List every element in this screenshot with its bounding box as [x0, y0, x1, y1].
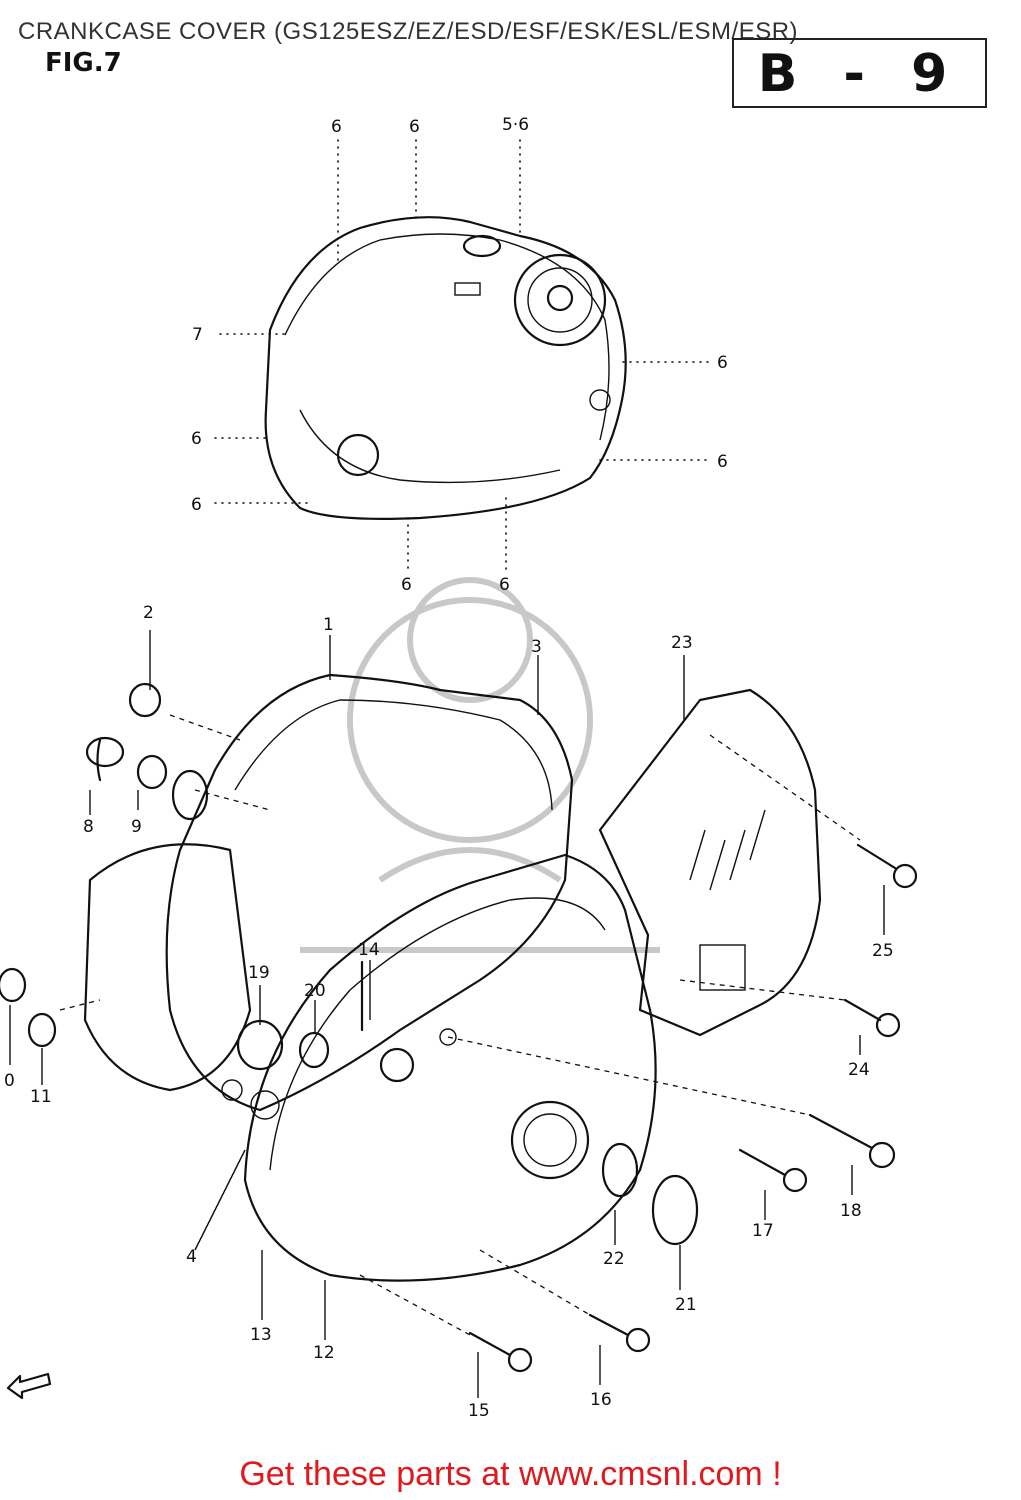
callouts: 6 6 5·6 7 6 6 6 6 6 6 2 1 3 23 8 9 25 14… [4, 115, 894, 1421]
figure-label: FIG.7 [45, 48, 122, 78]
callout-13: 13 [250, 1325, 272, 1345]
callout-6: 6 [401, 575, 412, 595]
small-parts [0, 682, 699, 1246]
callout-9: 9 [131, 817, 142, 837]
callout-6: 6 [191, 429, 202, 449]
callout-6: 6 [717, 452, 728, 472]
section-code-box: B - 9 [732, 38, 987, 108]
callout-3: 3 [531, 637, 542, 657]
side-cover-23 [598, 688, 822, 1037]
callout-8: 8 [83, 817, 94, 837]
callout-2: 2 [143, 603, 154, 623]
callout-22: 22 [603, 1249, 625, 1269]
callout-11: 11 [30, 1087, 52, 1107]
section-code: B - 9 [757, 44, 962, 104]
callout-6: 6 [499, 575, 510, 595]
leader-lines [9, 139, 885, 1398]
diagram-title: CRANKCASE COVER (GS125ESZ/EZ/ESD/ESF/ESK… [18, 18, 799, 45]
callout-23: 23 [671, 633, 693, 653]
callout-4: 4 [186, 1247, 197, 1267]
forward-arrow-icon [6, 1372, 52, 1400]
watermark-logo [300, 577, 660, 953]
callout-12: 12 [313, 1343, 335, 1363]
callout-14: 14 [358, 940, 380, 960]
callout-6: 6 [331, 117, 342, 137]
callout-6: 6 [191, 495, 202, 515]
callout-10: 0 [4, 1071, 15, 1091]
callout-24: 24 [848, 1060, 870, 1080]
callout-19: 19 [248, 963, 270, 983]
callout-6: 6 [409, 117, 420, 137]
callout-7: 7 [192, 325, 203, 345]
parts-diagram: 6 6 5·6 7 6 6 6 6 6 6 2 1 3 23 8 9 25 14… [0, 115, 918, 1421]
gasket-cover [264, 216, 627, 520]
callout-16: 16 [590, 1390, 612, 1410]
callout-5-6: 5·6 [502, 115, 529, 135]
callout-20: 20 [304, 981, 326, 1001]
callout-6: 6 [717, 353, 728, 373]
outer-cover [243, 853, 657, 1282]
callout-15: 15 [468, 1401, 490, 1421]
callout-21: 21 [675, 1295, 697, 1315]
callout-17: 17 [752, 1221, 774, 1241]
bolts [360, 843, 918, 1373]
callout-1: 1 [323, 615, 334, 635]
callout-18: 18 [840, 1201, 862, 1221]
callout-25: 25 [872, 941, 894, 961]
cmsnl-parts-link[interactable]: Get these parts at www.cmsnl.com ! [239, 1455, 782, 1493]
